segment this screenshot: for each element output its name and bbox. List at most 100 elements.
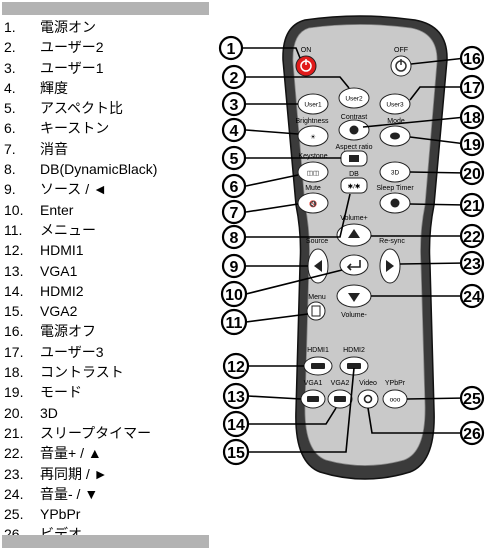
svg-text:9: 9 [230, 259, 239, 276]
enter-icon [346, 260, 361, 271]
legend-item-number: 9. [4, 181, 16, 198]
enter-button[interactable] [339, 254, 369, 276]
legend-item-label: 音量- / ▼ [40, 485, 99, 502]
legend-item-number: 8. [4, 161, 16, 178]
mute-label: Mute [305, 185, 321, 192]
legend-item-number: 16. [4, 323, 24, 340]
svg-text:8: 8 [230, 230, 239, 247]
db-icon: ✱/✱ [348, 183, 361, 191]
legend-item-label: ユーザー3 [40, 343, 104, 360]
svg-text:5: 5 [230, 151, 239, 168]
callout-7: 7 [221, 199, 247, 225]
hdmi1-label: HDMI1 [307, 347, 329, 354]
svg-text:15: 15 [227, 445, 245, 462]
legend-item-number: 11. [4, 221, 23, 238]
legend-item-label: ユーザー1 [40, 59, 104, 76]
legend-item-number: 18. [4, 364, 24, 381]
mode-label: Mode [387, 118, 405, 125]
svg-text:10: 10 [225, 287, 243, 304]
off-label: OFF [394, 47, 408, 54]
callout-18: 18 [459, 104, 485, 130]
legend-item-number: 23. [4, 465, 24, 482]
hdmi2-icon [347, 363, 361, 369]
db-label: DB [349, 171, 359, 178]
user2-button[interactable] [338, 87, 370, 109]
legend-item: 17. ユーザー3 [4, 342, 214, 362]
power-off-button[interactable] [390, 55, 412, 77]
legend-item-number: 17. [4, 343, 24, 360]
brightness-button[interactable] [297, 125, 329, 147]
arrow-up-icon [348, 229, 360, 238]
callout-22: 22 [459, 223, 485, 249]
power-on-button[interactable] [295, 55, 317, 77]
legend-item-label: ユーザー2 [40, 39, 104, 56]
legend-item-number: 1. [4, 19, 16, 35]
video-button[interactable] [357, 389, 379, 409]
legend-item: 6. キーストン [4, 118, 214, 138]
legend-item-number: 25. [4, 506, 24, 523]
callout-6: 6 [221, 173, 247, 199]
video-label: Video [359, 380, 377, 387]
contrast-label: Contrast [341, 114, 368, 121]
keystone-button[interactable] [297, 161, 329, 183]
svg-text:1: 1 [227, 41, 236, 58]
user3-label: User3 [386, 102, 404, 109]
arrow-right-icon [386, 260, 394, 272]
legend-item-label: HDMI1 [40, 242, 84, 259]
keystone-label: Keystone [298, 153, 327, 160]
svg-text:25: 25 [463, 391, 481, 408]
svg-text:6: 6 [230, 179, 239, 196]
svg-text:16: 16 [463, 51, 481, 68]
video-icon [363, 394, 373, 404]
callout-3: 3 [221, 91, 247, 117]
legend-item: 2.ユーザー2 [4, 37, 214, 57]
top-divider-bar [2, 2, 209, 15]
legend-item: 16.電源オフ [4, 321, 214, 341]
legend-item-number: 13. [4, 262, 24, 279]
legend-item-label: 消音 [40, 140, 68, 157]
vga1-label: VGA1 [304, 380, 323, 387]
legend-item: 12. HDMI1 [4, 240, 214, 260]
legend-item-label: スリープタイマー [40, 424, 152, 441]
mute-button[interactable] [297, 192, 329, 214]
svg-text:18: 18 [463, 110, 481, 127]
callout-1: 1 [218, 35, 244, 61]
arrow-down-icon [348, 293, 360, 302]
svg-text:2: 2 [230, 70, 239, 87]
on-label: ON [301, 47, 312, 54]
legend-item: 22.音量+ / ▲ [4, 443, 214, 463]
svg-text:3: 3 [230, 97, 239, 114]
db-button[interactable] [340, 177, 368, 194]
legend-item-number: 12. [4, 242, 24, 259]
callout-12: 12 [222, 352, 250, 380]
hdmi2-label: HDMI2 [343, 347, 365, 354]
legend-item: 23.再同期 / ► [4, 464, 214, 484]
legend-item-label: Enter [40, 201, 74, 218]
legend-item-number: 21. [4, 424, 24, 441]
legend-item-number: 19. [4, 384, 24, 401]
menu-button[interactable] [306, 301, 326, 321]
svg-text:4: 4 [230, 123, 239, 140]
legend-item: 24.音量- / ▼ [4, 484, 214, 504]
legend-item-number: 14. [4, 282, 24, 299]
vga2-label: VGA2 [331, 380, 350, 387]
3d-label: 3D [391, 170, 400, 177]
legend-item-label: キーストン [40, 120, 110, 137]
menu-icon [311, 305, 321, 317]
svg-text:17: 17 [463, 80, 481, 97]
user2-label: User2 [345, 96, 363, 103]
callout-25: 25 [459, 385, 485, 411]
user3-button[interactable] [379, 93, 411, 115]
callout-19: 19 [459, 131, 485, 157]
legend-item-number: 7. [4, 140, 16, 157]
legend-item-number: 6. [4, 120, 16, 137]
bottom-divider-bar [2, 535, 209, 548]
legend-item: 15.VGA2 [4, 301, 214, 321]
ypbpr-icon: ooo [390, 397, 401, 404]
brightness-icon: ☀ [310, 133, 316, 141]
legend-item-label: コントラスト [40, 364, 124, 381]
callout-14: 14 [222, 410, 250, 438]
legend-item: 11.メニュー [4, 220, 214, 240]
brightness-label: Brightness [295, 118, 329, 125]
callout-17: 17 [459, 74, 485, 100]
